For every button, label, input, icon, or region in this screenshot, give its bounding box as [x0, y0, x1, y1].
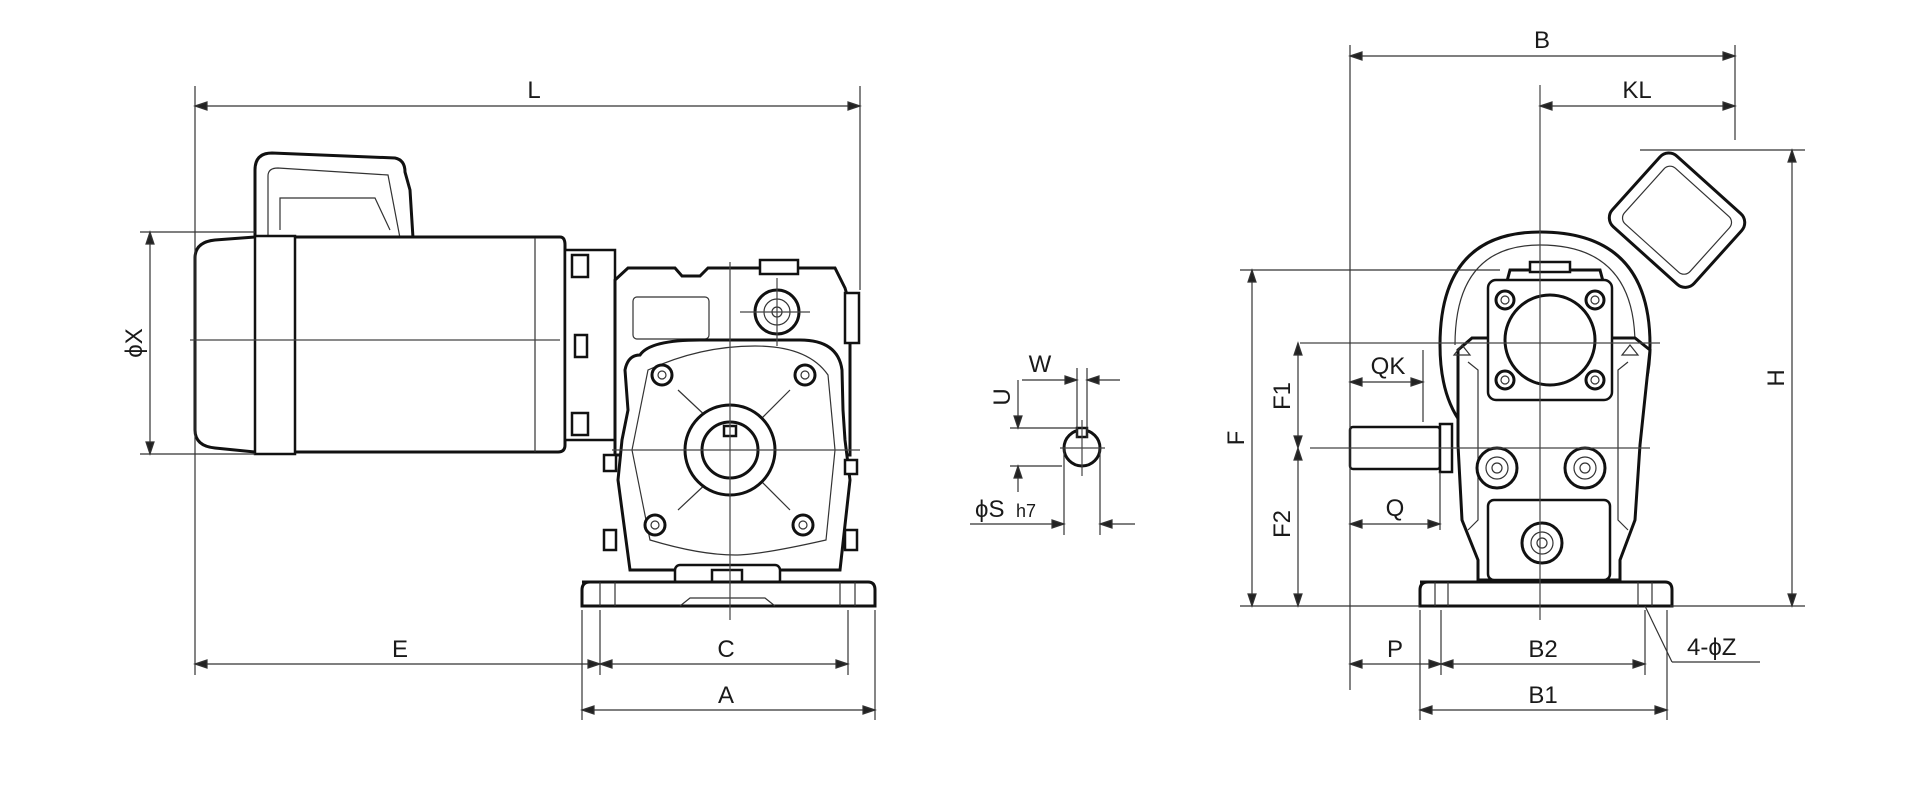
label-P: P [1387, 636, 1403, 663]
label-U: U [989, 388, 1016, 405]
side-view [190, 151, 877, 620]
label-W: W [1029, 351, 1052, 378]
label-C: C [717, 636, 734, 663]
label-4-phi-Z: 4-ϕZ [1687, 634, 1736, 661]
label-E: E [392, 636, 408, 663]
label-L: L [527, 77, 540, 104]
label-F1: F1 [1269, 382, 1296, 410]
front-view [1300, 85, 1747, 620]
label-H: H [1763, 369, 1790, 386]
label-phi-S: ϕS [975, 496, 1004, 523]
label-phi-X: ϕX [121, 328, 148, 357]
label-KL: KL [1622, 77, 1651, 104]
label-B1: B1 [1528, 682, 1557, 709]
label-h7: h7 [1016, 501, 1036, 521]
label-Q: Q [1386, 495, 1405, 522]
dimension-labels: L ϕX E C A W U ϕS h7 B KL H F F1 F2 QK Q… [121, 27, 1790, 709]
label-B2: B2 [1528, 636, 1557, 663]
label-QK: QK [1371, 353, 1406, 380]
dimension-lines [140, 45, 1805, 720]
label-F2: F2 [1269, 510, 1296, 538]
label-A: A [718, 682, 734, 709]
label-B: B [1534, 27, 1550, 54]
label-F: F [1223, 431, 1250, 446]
